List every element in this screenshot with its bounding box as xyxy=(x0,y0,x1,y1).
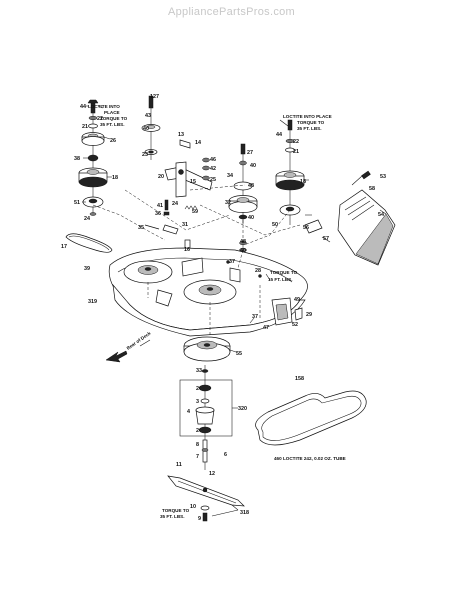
label-21-left: 21 xyxy=(82,124,88,130)
label-17: 17 xyxy=(61,244,67,250)
label-15: 15 xyxy=(190,179,196,185)
leader-lines xyxy=(82,105,387,517)
label-22-right: 22 xyxy=(293,139,299,145)
right-spindle-stack xyxy=(275,119,305,225)
label-44-left: 44 xyxy=(80,104,86,110)
note-torque-mid-2: 15 FT. LBS. xyxy=(268,277,293,282)
label-34: 34 xyxy=(227,173,233,179)
label-42: 42 xyxy=(210,166,216,172)
label-32: 32 xyxy=(225,200,231,206)
label-13: 13 xyxy=(178,132,184,138)
label-318: 318 xyxy=(240,510,249,516)
label-27: 27 xyxy=(247,150,253,156)
label-48-b: 48 xyxy=(240,239,246,245)
note-torque-mid-1: TORQUE TO xyxy=(270,270,298,275)
label-54: 54 xyxy=(378,212,384,218)
spindle-pulley-55 xyxy=(183,336,231,362)
note-loctite-left-3: TORQUE TO xyxy=(100,116,128,121)
label-12: 12 xyxy=(209,471,215,477)
label-55: 55 xyxy=(236,351,242,357)
note-loctite-right-3: 35 FT. LBS. xyxy=(297,126,322,131)
note-loctite-left-2: PLACE xyxy=(104,110,120,115)
label-319: 319 xyxy=(88,299,97,305)
label-24-b: 24 xyxy=(172,201,178,207)
watermark-text: AppliancePartsPros.com xyxy=(167,6,296,18)
label-47: 47 xyxy=(263,325,269,331)
label-2-bottom: 2 xyxy=(196,428,199,434)
label-11: 11 xyxy=(176,462,182,468)
center-pulley-stack xyxy=(228,143,258,253)
note-deck-orientation: Rear of Deck xyxy=(126,330,152,350)
label-37-a: 37 xyxy=(229,259,235,265)
label-8: 8 xyxy=(196,442,199,448)
mower-blade-318 xyxy=(167,475,245,522)
label-6: 6 xyxy=(224,452,227,458)
label-29: 29 xyxy=(306,312,312,318)
part-number-labels: 127 43 44 22 21 26 40 38 18 51 24 13 14 … xyxy=(61,94,386,522)
left-spindle-stack xyxy=(78,99,108,216)
label-58: 58 xyxy=(369,186,375,192)
label-50: 50 xyxy=(272,222,278,228)
label-18-right: 18 xyxy=(300,179,306,185)
label-37-b: 37 xyxy=(252,314,258,320)
label-59: 59 xyxy=(192,209,198,215)
note-torque-bottom-2: 35 FT. LBS. xyxy=(160,514,185,519)
note-loctite-right-1: LOCTITE INTO PLACE xyxy=(283,114,332,119)
label-33: 33 xyxy=(196,368,202,374)
label-36: 36 xyxy=(155,211,161,217)
belt-17 xyxy=(65,233,113,253)
label-4: 4 xyxy=(187,409,190,415)
label-7: 7 xyxy=(196,454,199,460)
note-torque-bottom-1: TORQUE TO xyxy=(162,508,190,513)
label-40-d: 40 xyxy=(240,248,246,254)
label-40-a: 40 xyxy=(143,126,149,132)
label-56: 56 xyxy=(303,225,309,231)
label-41: 41 xyxy=(157,203,163,209)
label-9: 9 xyxy=(198,516,201,522)
label-26: 26 xyxy=(110,138,116,144)
deck-orientation-arrow xyxy=(105,350,128,363)
label-3: 3 xyxy=(196,399,199,405)
label-10: 10 xyxy=(190,504,196,510)
label-16: 16 xyxy=(184,247,190,253)
note-loctite-left-1: LOCTITE INTO xyxy=(88,104,120,109)
discharge-chute-54 xyxy=(304,170,396,266)
label-21-right: 21 xyxy=(293,149,299,155)
label-38: 38 xyxy=(74,156,80,162)
note-loctite-right-2: TORQUE TO xyxy=(297,120,325,125)
label-35: 35 xyxy=(138,225,144,231)
label-43: 43 xyxy=(145,113,151,119)
note-loctite-left-4: 35 FT. LBS. xyxy=(100,122,125,127)
label-320: 320 xyxy=(238,406,247,412)
idler-bracket-assembly xyxy=(141,95,213,255)
label-40-c: 40 xyxy=(248,215,254,221)
label-23: 23 xyxy=(142,152,148,158)
label-51: 51 xyxy=(74,200,80,206)
label-28: 28 xyxy=(255,268,261,274)
label-52: 52 xyxy=(292,322,298,328)
label-25: 25 xyxy=(210,177,216,183)
label-40-b: 40 xyxy=(250,163,256,169)
note-loctite-tube: 460 LOCTITE 242, 0.02 OZ. TUBE xyxy=(274,456,346,461)
label-158: 158 xyxy=(295,376,304,382)
label-46: 46 xyxy=(210,157,216,163)
drive-belt-158 xyxy=(255,390,367,446)
label-39: 39 xyxy=(84,266,90,272)
label-2-top: 2 xyxy=(196,386,199,392)
label-31: 31 xyxy=(182,222,188,228)
label-44-right: 44 xyxy=(276,132,282,138)
label-24-a: 24 xyxy=(84,216,90,222)
label-127: 127 xyxy=(150,94,159,100)
assembly-guide-lines xyxy=(92,184,301,340)
label-22-left: 22 xyxy=(97,116,103,122)
label-57: 57 xyxy=(323,236,329,242)
label-48: 48 xyxy=(248,183,254,189)
mower-deck-319 xyxy=(108,247,308,337)
label-20: 20 xyxy=(158,174,164,180)
label-49: 49 xyxy=(294,297,300,303)
label-18-left: 18 xyxy=(112,175,118,181)
label-14: 14 xyxy=(195,140,201,146)
label-53: 53 xyxy=(380,174,386,180)
